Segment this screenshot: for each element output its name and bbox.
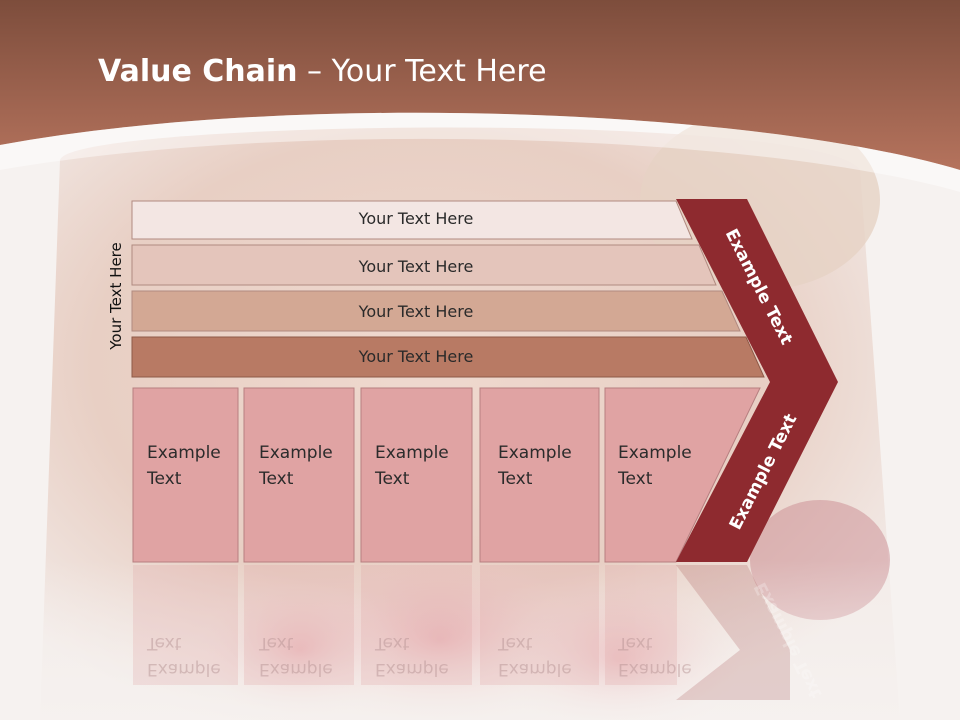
page-title: Value Chain – Your Text Here [98,54,547,89]
cell-box-1 [132,387,239,563]
row-label-3: Your Text Here [358,302,474,321]
cell-reflection-2 [244,565,354,685]
cell-reflection-3 [361,565,472,685]
title-bold: Value Chain [98,54,298,89]
chevron-arrow [676,199,838,562]
cell-box-2 [243,387,355,563]
cell-box-3 [360,387,473,563]
row-label-1: Your Text Here [358,209,474,228]
row-bar-4 [131,336,765,378]
header-band [0,0,960,192]
cell-reflection-5 [605,565,677,685]
row-bar-1 [131,200,693,240]
cell-box-4 [479,387,600,563]
cell-reflection-4 [480,565,599,685]
chevron-reflection [676,565,790,700]
row-bar-2 [131,244,717,286]
cell-reflection-1 [133,565,238,685]
row-label-2: Your Text Here [358,257,474,276]
title-rest: – Your Text Here [297,54,547,89]
row-bar-3 [131,290,741,332]
row-label-4: Your Text Here [358,347,474,366]
